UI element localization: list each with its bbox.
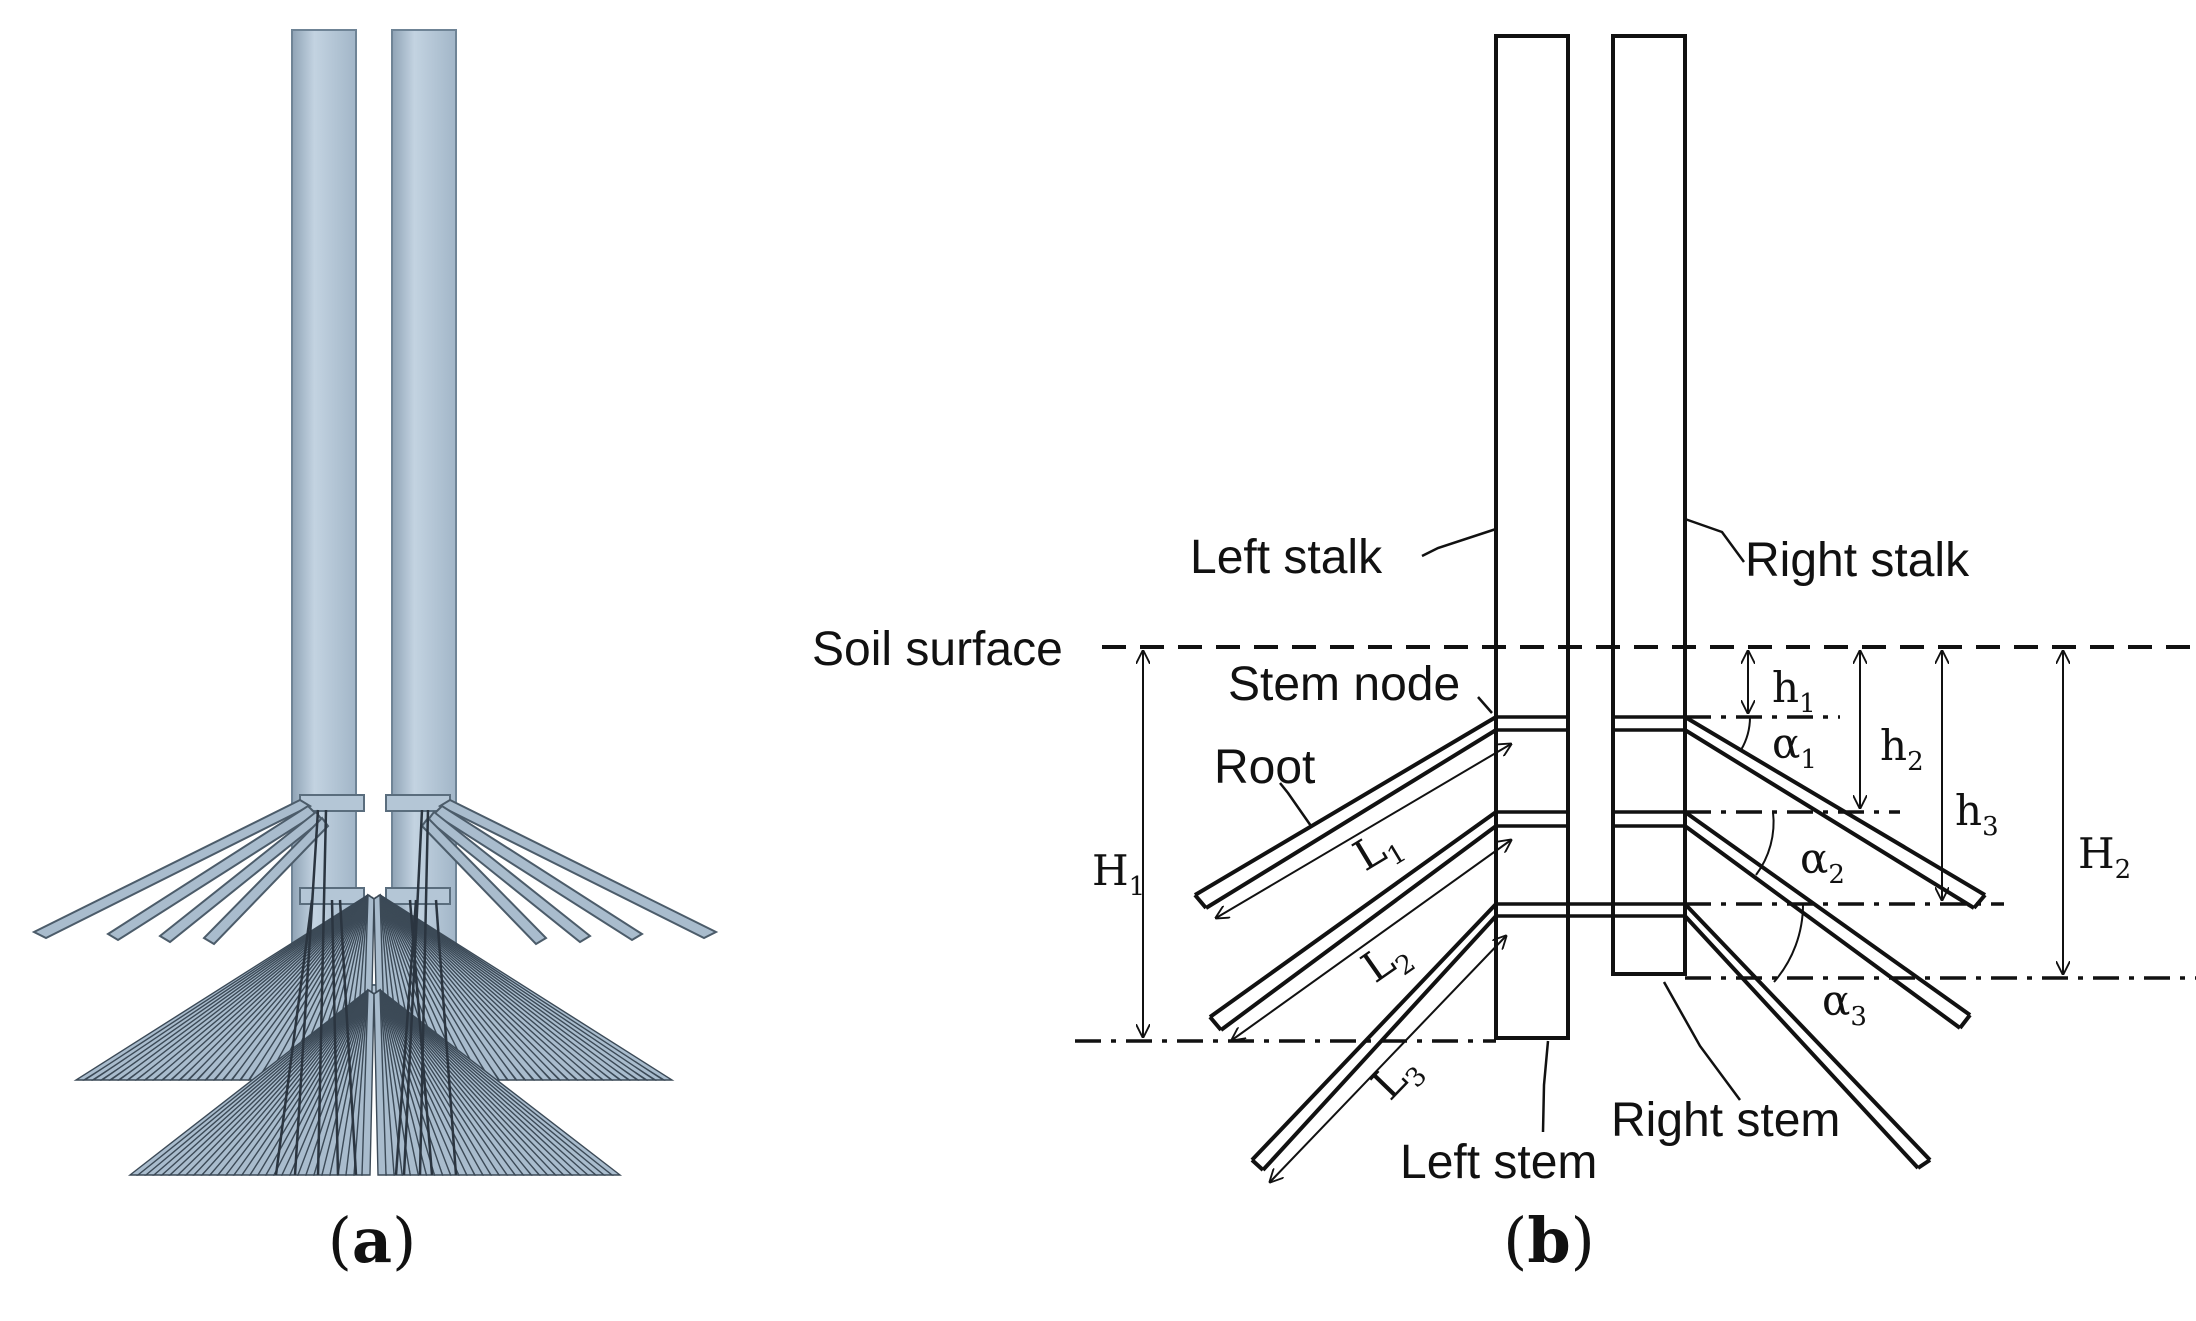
panel-a-root-strand <box>418 809 430 1176</box>
h3-symbol: h3 <box>1955 786 1999 842</box>
panel-b-labels: Left stalk Right stalk Soil surface Stem… <box>812 531 1970 1189</box>
panel-a-root-strand <box>274 899 314 1176</box>
right-stem-leader <box>1662 981 1742 1101</box>
h1-symbol: h1 <box>1772 663 1816 719</box>
H2-symbol: H2 <box>2078 829 2131 885</box>
panel-a-root-strand <box>402 809 424 1176</box>
stem-node-label: Stem node <box>1228 658 1460 711</box>
alpha3-arc <box>1773 903 1805 983</box>
panel-a-root-strand <box>338 899 358 1176</box>
alpha1-arc <box>1740 716 1751 751</box>
root-label: Root <box>1214 741 1315 794</box>
panel-a-right-stalk <box>391 29 457 1031</box>
L1-symbol: L1 <box>1345 816 1412 887</box>
left-stem-leader <box>1541 1040 1550 1133</box>
alpha3-symbol: α3 <box>1822 976 1867 1032</box>
panel-a-root-strand <box>316 809 328 1176</box>
panel-a-root-strand <box>330 899 340 1176</box>
left-stalk-outline <box>1494 34 1570 1040</box>
root-leader <box>1279 782 1313 827</box>
H1-symbol: H1 <box>1092 846 1145 902</box>
soil-surface-label: Soil surface <box>812 623 1063 676</box>
L3-symbol: L3 <box>1362 1043 1433 1114</box>
dimension-arrows <box>1143 651 2063 1182</box>
L2-symbol: L2 <box>1353 927 1422 998</box>
left-stalk-leader <box>1421 527 1497 558</box>
panel-a-render <box>31 29 719 1176</box>
alpha2-arc <box>1755 811 1775 876</box>
panel-b-schematic <box>1075 34 2196 1182</box>
stem-node-lines <box>1496 715 1685 918</box>
right-stalk-label: Right stalk <box>1745 534 1970 587</box>
panel-a-caption: (a) <box>328 1204 417 1277</box>
panel-a-root-blade <box>361 988 375 1176</box>
right-stem-label: Right stem <box>1611 1094 1840 1147</box>
alpha1-symbol: α1 <box>1772 719 1817 775</box>
right-stalk-outline <box>1611 34 1687 976</box>
right-stalk-leader <box>1684 517 1746 563</box>
panel-b-symbols: h1 h2 h3 H2 H1 α1 α2 α3 L1 L2 L3 <box>1092 663 2131 1114</box>
angle-arcs <box>1740 716 1805 983</box>
panel-a-upper-roots <box>31 798 719 946</box>
alpha2-symbol: α2 <box>1800 834 1845 890</box>
panel-a-root-strand <box>434 899 458 1176</box>
stem-node-leader <box>1477 696 1493 714</box>
L3-arrow <box>1270 936 1506 1182</box>
panel-a-root-strand <box>293 809 320 1176</box>
panel-a-root-strands <box>274 809 458 1176</box>
panel-a-root-blade <box>373 988 387 1176</box>
panel-a-root-strand <box>408 899 434 1176</box>
left-stalk-label: Left stalk <box>1190 531 1383 584</box>
leader-lines <box>1279 517 1746 1133</box>
left-stem-label: Left stem <box>1400 1136 1597 1189</box>
h2-symbol: h2 <box>1880 721 1924 777</box>
panel-b-caption: (b) <box>1503 1204 1595 1277</box>
